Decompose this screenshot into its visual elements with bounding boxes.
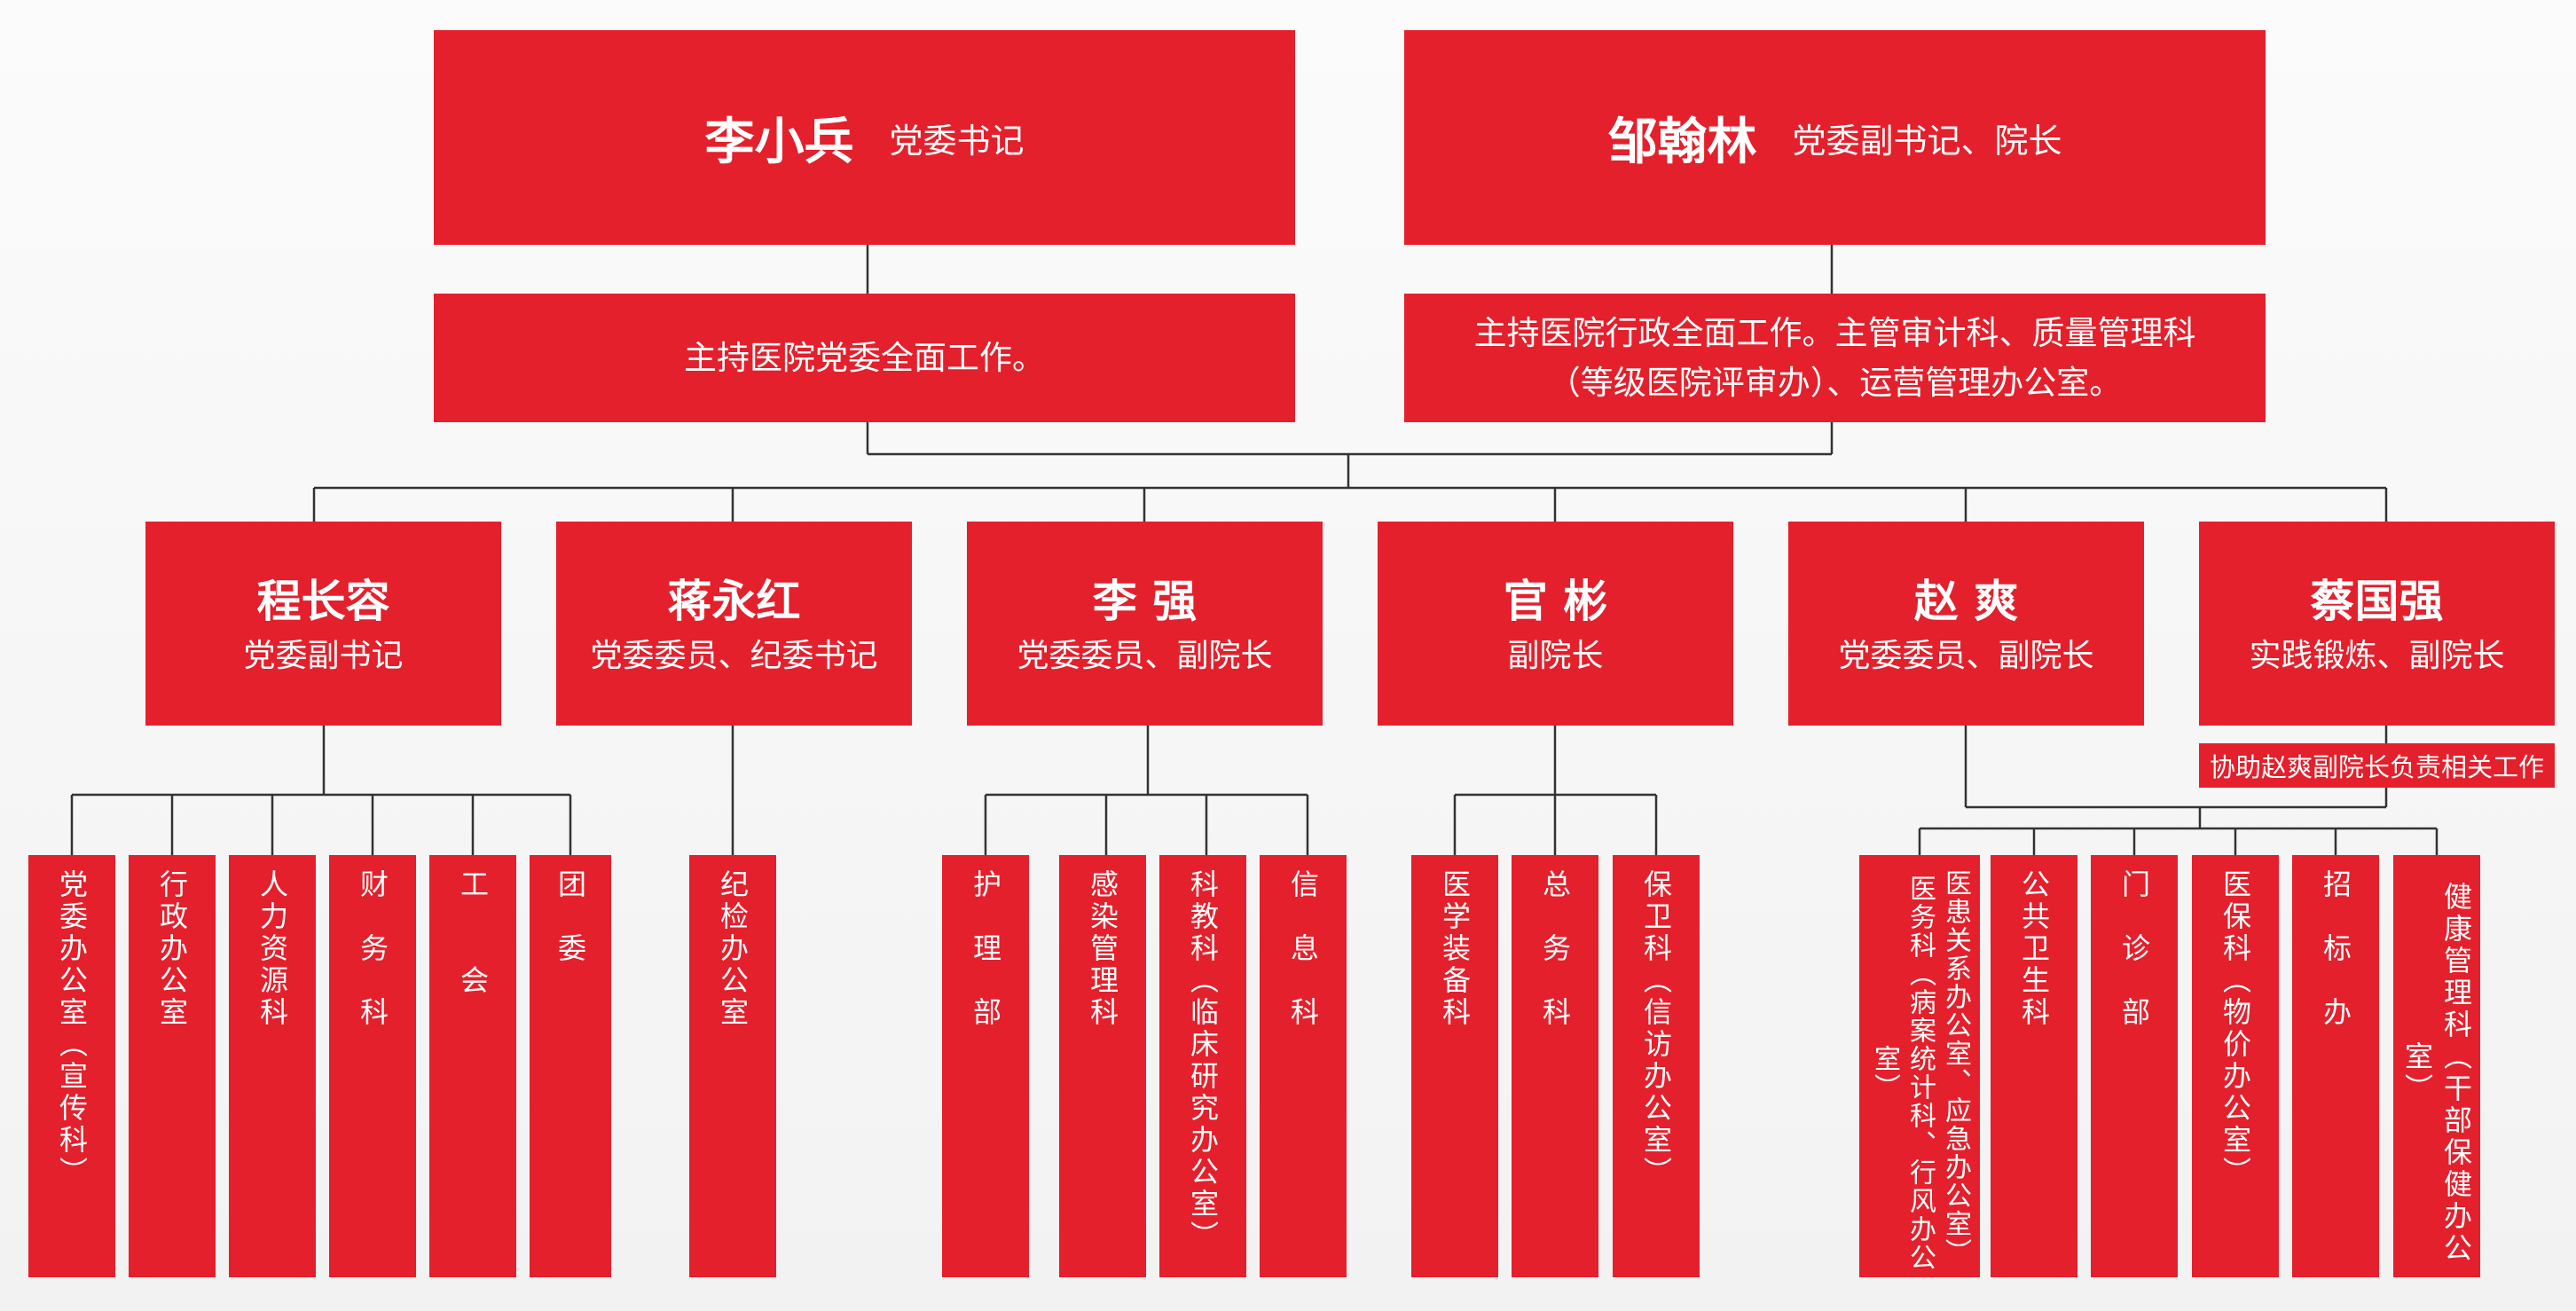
department-label: 招 标 办 bbox=[2319, 869, 2352, 1029]
department-box: 财 务 科 bbox=[329, 855, 416, 1277]
department-box: 工 会 bbox=[429, 855, 516, 1277]
department-box: 医保科（物价办公室） bbox=[2192, 855, 2279, 1277]
assist-note-text: 协助赵爽副院长负责相关工作 bbox=[2209, 752, 2544, 782]
department-label: 护 理 部 bbox=[969, 869, 1002, 1029]
department-box: 保卫科（信访办公室） bbox=[1613, 855, 1700, 1277]
department-box: 医学装备科 bbox=[1411, 855, 1498, 1277]
vice-leader-name: 赵 爽 bbox=[1913, 576, 2019, 627]
vice-leader-box: 李 强 党委委员、副院长 bbox=[967, 522, 1323, 726]
department-label: 工 会 bbox=[456, 869, 490, 997]
leader-name: 李小兵 bbox=[704, 113, 854, 171]
department-box: 行政办公室 bbox=[129, 855, 216, 1277]
department-box: 招 标 办 bbox=[2292, 855, 2379, 1277]
department-label: 党委办公室（宣传科） bbox=[55, 869, 89, 1189]
department-box: 总 务 科 bbox=[1512, 855, 1598, 1277]
department-box: 感染管理科 bbox=[1059, 855, 1146, 1277]
department-box: 科教科（临床研究办公室） bbox=[1159, 855, 1246, 1277]
department-label: 保卫科（信访办公室） bbox=[1639, 869, 1673, 1189]
department-label: 感染管理科 bbox=[1086, 869, 1119, 1029]
department-label: 医务科（病案统计科、行风办公室） bbox=[1869, 875, 1936, 1272]
vice-leader-box: 蔡国强 实践锻炼、副院长 bbox=[2199, 522, 2555, 726]
department-label: 公共卫生科 bbox=[2017, 869, 2051, 1029]
department-label: 医学装备科 bbox=[1438, 869, 1472, 1029]
department-label: 团 委 bbox=[554, 869, 587, 965]
duty-text: 主持医院党委全面工作。 bbox=[684, 338, 1045, 377]
department-box: 公共卫生科 bbox=[1991, 855, 2077, 1277]
department-label: 门 诊 部 bbox=[2117, 869, 2151, 1029]
leader-duty-secretary: 主持医院党委全面工作。 bbox=[434, 294, 1295, 422]
vice-leader-title: 实践锻炼、副院长 bbox=[2249, 638, 2505, 674]
vice-leader-name: 蒋永红 bbox=[667, 576, 801, 627]
assist-note-box: 协助赵爽副院长负责相关工作 bbox=[2199, 743, 2555, 788]
department-box-medical-affairs: 医务科（病案统计科、行风办公室） 医患关系办公室、应急办公室） bbox=[1859, 855, 1980, 1277]
vice-leader-box: 程长容 党委副书记 bbox=[145, 522, 501, 726]
department-label: 信 息 科 bbox=[1286, 869, 1320, 1029]
department-box: 党委办公室（宣传科） bbox=[28, 855, 115, 1277]
vice-leader-title: 党委委员、副院长 bbox=[1838, 638, 2094, 674]
department-box: 护 理 部 bbox=[942, 855, 1029, 1277]
vice-leader-box: 蒋永红 党委委员、纪委书记 bbox=[556, 522, 912, 726]
vice-leader-name: 官 彬 bbox=[1503, 576, 1608, 627]
vice-leader-title: 党委委员、副院长 bbox=[1017, 638, 1273, 674]
duty-text: 主持医院行政全面工作。主管审计科、质量管理科 （等级医院评审办）、运营管理办公室… bbox=[1473, 313, 2196, 402]
department-label: 医患关系办公室、应急办公室） bbox=[1940, 869, 1971, 1267]
leader-title: 党委书记 bbox=[889, 121, 1025, 161]
vice-leader-title: 党委副书记 bbox=[243, 638, 404, 674]
department-box: 纪检办公室 bbox=[689, 855, 776, 1277]
department-box: 健康管理科（干部保健办公室） bbox=[2393, 855, 2480, 1277]
vice-leader-title: 副院长 bbox=[1507, 638, 1604, 674]
department-box: 信 息 科 bbox=[1260, 855, 1347, 1277]
vice-leader-box: 赵 爽 党委委员、副院长 bbox=[1788, 522, 2144, 726]
department-label: 行政办公室 bbox=[155, 869, 189, 1029]
leader-name: 邹翰林 bbox=[1607, 113, 1757, 171]
vice-leader-title: 党委委员、纪委书记 bbox=[590, 638, 878, 674]
department-label: 纪检办公室 bbox=[716, 869, 750, 1029]
leader-box-secretary: 李小兵 党委书记 bbox=[434, 30, 1295, 245]
vice-leader-name: 蔡国强 bbox=[2310, 576, 2444, 627]
department-box: 团 委 bbox=[530, 855, 611, 1277]
vice-leader-box: 官 彬 副院长 bbox=[1378, 522, 1733, 726]
department-label: 医保科（物价办公室） bbox=[2219, 869, 2252, 1189]
leader-box-president: 邹翰林 党委副书记、院长 bbox=[1404, 30, 2266, 245]
department-label: 科教科（临床研究办公室） bbox=[1186, 869, 1220, 1252]
vice-leader-name: 程长容 bbox=[256, 576, 390, 627]
leader-duty-president: 主持医院行政全面工作。主管审计科、质量管理科 （等级医院评审办）、运营管理办公室… bbox=[1404, 294, 2266, 422]
department-label: 健康管理科（干部保健办公室） bbox=[2400, 882, 2473, 1265]
department-box: 门 诊 部 bbox=[2091, 855, 2178, 1277]
department-box: 人力资源科 bbox=[229, 855, 316, 1277]
department-label: 总 务 科 bbox=[1538, 869, 1572, 1029]
department-label: 财 务 科 bbox=[356, 869, 389, 1029]
vice-leader-name: 李 强 bbox=[1092, 576, 1198, 627]
department-label: 人力资源科 bbox=[255, 869, 289, 1029]
leader-title: 党委副书记、院长 bbox=[1792, 121, 2062, 161]
